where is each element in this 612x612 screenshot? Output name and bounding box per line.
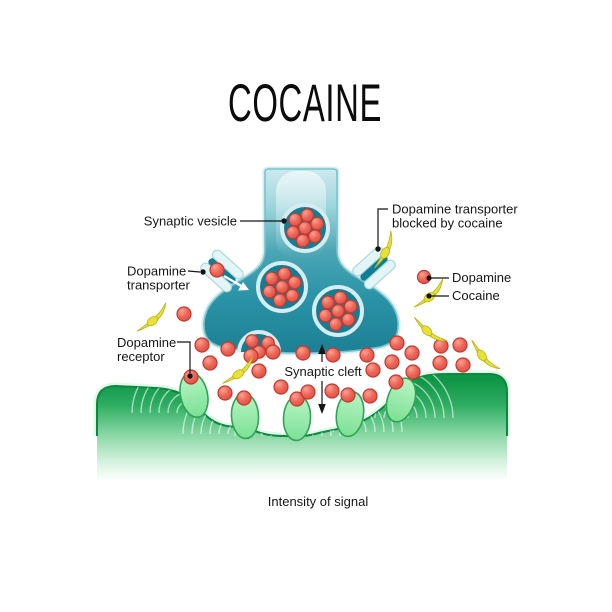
dopamine-molecule [285, 288, 300, 303]
dopamine-molecule [262, 284, 277, 299]
dopamine-molecule [384, 354, 400, 370]
dopamine-molecule [388, 374, 404, 390]
label-synaptic-cleft: Synaptic cleft [284, 364, 362, 379]
reuptake-arrow [223, 274, 249, 291]
dopamine-molecule [331, 304, 345, 318]
dopamine-molecule [264, 271, 279, 286]
dopamine-in-transporter [209, 262, 225, 278]
dopamine-molecule [289, 391, 305, 407]
dopamine-molecule [275, 280, 289, 294]
dopamine-molecule [341, 312, 356, 327]
dopamine-molecule [265, 344, 281, 360]
dopamine-molecule [324, 383, 340, 399]
dopamine-molecule [432, 355, 448, 371]
label-dopamine-receptor-1: Dopamine [117, 335, 176, 350]
dopamine-molecule [328, 317, 343, 332]
dopamine-molecule [365, 362, 381, 378]
dopamine-molecule [405, 364, 421, 380]
dopamine-molecule [404, 345, 420, 361]
cleft-arrow [318, 344, 326, 414]
footer-caption: Intensity of signal [268, 494, 369, 509]
label-dopamine-transporter-2: transporter [127, 278, 191, 293]
dopamine-molecule [343, 299, 358, 314]
dopamine-molecule [333, 290, 348, 305]
dopamine-molecule [300, 208, 315, 223]
dopamine-molecule [194, 337, 210, 353]
dopamine-molecule [362, 388, 378, 404]
label-dopamine-transporter-1: Dopamine [127, 264, 186, 279]
dopamine-molecule [272, 293, 287, 308]
dopamine-molecule [389, 335, 405, 351]
cocaine-molecule [408, 278, 449, 309]
dopamine-molecule [307, 229, 322, 244]
label-blocked-transporter-2: blocked by cocaine [392, 216, 503, 231]
dopamine-molecule [455, 357, 471, 373]
dopamine-molecule [273, 379, 289, 395]
dopamine-molecule [285, 225, 300, 240]
dopamine-molecule [325, 347, 341, 363]
legend-dopamine-label: Dopamine [452, 270, 511, 285]
label-synaptic-vesicle: Synaptic vesicle [144, 214, 237, 229]
dopamine-molecule [245, 334, 259, 348]
dopamine-receptors [179, 372, 417, 442]
callout-lines [177, 208, 449, 414]
dopamine-molecule [287, 275, 302, 290]
label-dopamine-receptor-2: receptor [117, 349, 165, 364]
dopamine-molecule [318, 308, 333, 323]
legend-cocaine-label: Cocaine [452, 288, 500, 303]
dopamine-molecule [295, 345, 311, 361]
synaptic-vesicles [256, 203, 364, 337]
dopamine-molecule [202, 355, 218, 371]
dopamine-molecule [288, 212, 303, 227]
dopamine-molecule [452, 337, 468, 353]
dopamine-molecule [220, 341, 236, 357]
dopamine-molecule [251, 363, 267, 379]
dopamine-molecule [295, 233, 310, 248]
cocaine-molecule [470, 334, 501, 375]
dopamine-molecule [310, 216, 325, 231]
page-title: COCAINE [228, 74, 382, 133]
label-blocked-transporter-1: Dopamine transporter [392, 202, 518, 217]
dopamine-molecule [217, 385, 233, 401]
released-dopamine [245, 334, 275, 359]
dopamine-molecule [359, 347, 375, 363]
dopamine-molecule [320, 295, 335, 310]
dopamine-molecule [300, 384, 316, 400]
free-dopamine [176, 306, 471, 404]
dopamine-molecule [176, 306, 192, 322]
dopamine-molecule [236, 390, 252, 406]
legend-lines [416, 269, 449, 299]
dopamine-molecule [340, 387, 356, 403]
cocaine-molecule [131, 302, 172, 333]
dopamine-molecule [277, 266, 292, 281]
